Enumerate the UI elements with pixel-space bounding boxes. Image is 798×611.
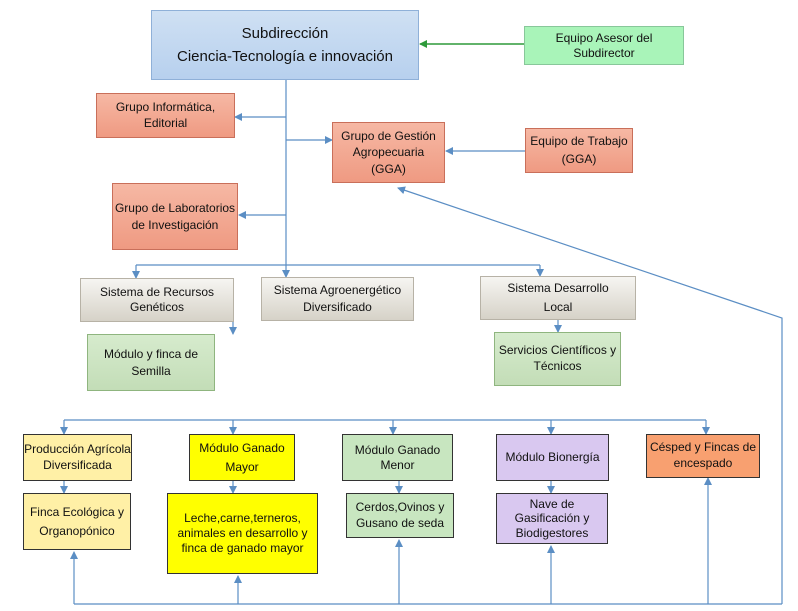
feedback-to-gga xyxy=(397,186,783,604)
modulo-finca-semilla-line1: Módulo y finca de xyxy=(103,346,199,361)
subdireccion-line1: Subdirección xyxy=(241,24,329,42)
modulo-bionergia-box: Módulo Bionergía xyxy=(496,434,609,481)
modulo-bionergia-line1: Módulo Bionergía xyxy=(505,449,600,464)
grupo-informatica-line1: Grupo Informática, xyxy=(115,99,216,114)
modulo-ganado-mayor-line2: Mayor xyxy=(225,459,259,474)
grupo-informatica-line2: Editorial xyxy=(143,115,188,130)
modulo-ganado-menor-line2: Menor xyxy=(380,457,415,472)
equipo-trabajo-box: Equipo de Trabajo (GGA) xyxy=(525,128,633,173)
modulo-finca-semilla-line2: Semilla xyxy=(131,363,171,378)
modulo-ganado-menor-box: Módulo Ganado Menor xyxy=(342,434,453,481)
leche-carne-line2: animales en desarrollo y xyxy=(177,526,308,540)
modulo-ganado-mayor-box: Módulo Ganado Mayor xyxy=(189,434,295,481)
grupo-gestion-line3: (GGA) xyxy=(371,161,406,176)
equipo-trabajo-line1: Equipo de Trabajo xyxy=(530,134,628,149)
sistema-desarrollo-line1: Sistema Desarrollo xyxy=(507,281,609,296)
nave-gasificacion-line3: Biodigestores xyxy=(515,525,589,540)
cerdos-ovinos-line2: Gusano de seda xyxy=(355,515,445,530)
grupo-laboratorios-line2: de Investigación xyxy=(131,217,219,232)
sistema-desarrollo-line2: Local xyxy=(543,300,573,314)
leche-carne-line3: finca de ganado mayor xyxy=(181,541,304,555)
finca-ecologica-line2: Organopónico xyxy=(39,523,115,538)
cesped-fincas-box: Césped y Fincas de encespado xyxy=(646,434,760,478)
modulo-finca-semilla-box: Módulo y finca de Semilla xyxy=(87,334,215,391)
subdireccion-box: Subdirección Ciencia-Tecnología e innova… xyxy=(151,10,419,80)
equipo-asesor-line2: Subdirector xyxy=(573,45,635,60)
modulo-ganado-mayor-line1: Módulo Ganado xyxy=(199,440,285,455)
sistema-agroenergetico-line2: Diversificado xyxy=(303,300,372,314)
sistema-desarrollo-box: Sistema Desarrollo Local xyxy=(480,276,636,320)
sistema-agroenergetico-box: Sistema Agroenergético Diversificado xyxy=(261,277,414,321)
nave-gasificacion-line2: Gasificación y xyxy=(514,511,590,526)
grupo-informatica-box: Grupo Informática, Editorial xyxy=(96,93,235,138)
modulo-ganado-menor-line1: Módulo Ganado xyxy=(354,442,441,457)
grupo-laboratorios-line1: Grupo de Laboratorios xyxy=(114,201,236,216)
subdireccion-line2: Ciencia-Tecnología e innovación xyxy=(177,48,393,65)
cesped-fincas-line2: encespado xyxy=(673,456,733,470)
equipo-asesor-line1: Equipo Asesor del xyxy=(555,30,653,45)
leche-carne-box: Leche,carne,terneros, animales en desarr… xyxy=(167,493,318,574)
sistema-recursos-box: Sistema de Recursos Genéticos xyxy=(80,278,234,322)
equipo-trabajo-line2: (GGA) xyxy=(561,151,597,166)
finca-ecologica-box: Finca Ecológica y Organopónico xyxy=(23,493,131,550)
cerdos-ovinos-box: Cerdos,Ovinos y Gusano de seda xyxy=(346,493,454,538)
finca-ecologica-line1: Finca Ecológica y xyxy=(29,504,125,519)
sistema-recursos-line2: Genéticos xyxy=(129,300,185,314)
leche-carne-line1: Leche,carne,terneros, xyxy=(184,511,301,525)
sistema-recursos-line1: Sistema de Recursos xyxy=(99,285,215,299)
sistema-agroenergetico-line1: Sistema Agroenergético xyxy=(273,282,402,297)
nave-gasificacion-line1: Nave de xyxy=(529,496,575,511)
grupo-gestion-box: Grupo de Gestión Agropecuaria (GGA) xyxy=(332,122,445,183)
servicios-cientificos-box: Servicios Científicos y Técnicos xyxy=(494,332,621,386)
produccion-agricola-line1: Producción Agrícola xyxy=(24,441,131,456)
servicios-cientificos-line1: Servicios Científicos y xyxy=(498,343,617,358)
produccion-agricola-box: Producción Agrícola Diversificada xyxy=(23,434,132,481)
equipo-asesor-box: Equipo Asesor del Subdirector xyxy=(524,26,684,65)
grupo-gestion-line1: Grupo de Gestión xyxy=(341,129,436,144)
grupo-laboratorios-box: Grupo de Laboratorios de Investigación xyxy=(112,183,238,250)
servicios-cientificos-line2: Técnicos xyxy=(533,359,582,373)
cerdos-ovinos-line1: Cerdos,Ovinos y xyxy=(355,499,445,514)
produccion-agricola-line2: Diversificada xyxy=(43,457,112,472)
grupo-gestion-line2: Agropecuaria xyxy=(352,145,425,160)
nave-gasificacion-box: Nave de Gasificación y Biodigestores xyxy=(496,493,608,544)
cesped-fincas-line1: Césped y Fincas de xyxy=(649,440,757,455)
